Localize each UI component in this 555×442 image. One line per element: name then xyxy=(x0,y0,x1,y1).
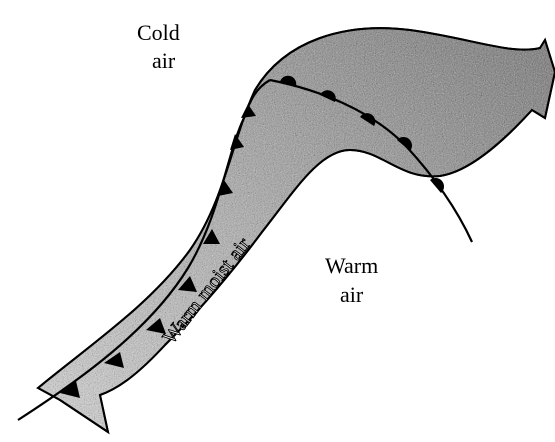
warm-air-label-line2: air xyxy=(340,282,364,307)
cold-air-label-line1: Cold xyxy=(137,20,180,45)
cold-air-label-line2: air xyxy=(152,48,176,73)
warm-air-label-line1: Warm xyxy=(325,253,378,278)
warm-front-semicircle xyxy=(430,178,444,193)
